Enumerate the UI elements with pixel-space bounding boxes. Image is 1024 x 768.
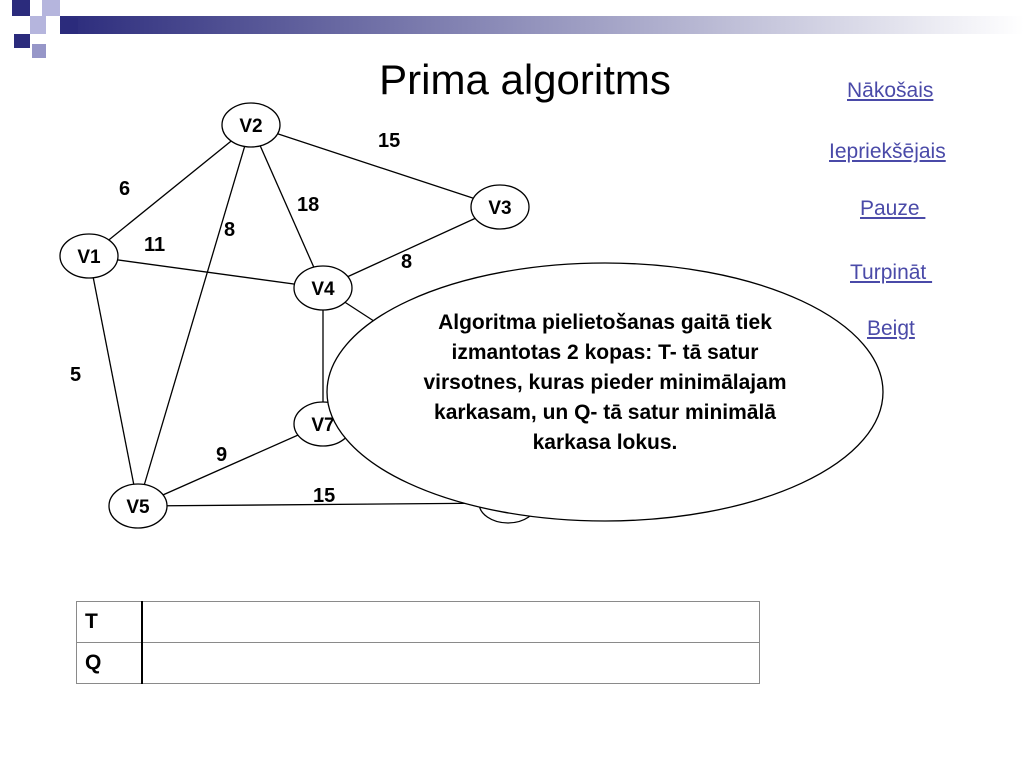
set-label-t: T [76, 601, 143, 643]
callout-bubble [326, 262, 884, 522]
page-title: Prima algoritms [379, 56, 671, 103]
header-decoration [12, 0, 1024, 58]
edge-v1-v4 [88, 255, 324, 289]
node-v2: V2 [221, 102, 281, 148]
edge-v2-v5 [137, 124, 252, 507]
graph-diagram: 6 15 18 8 11 8 5 9 15 V1 V2 V3 V4 V5 [59, 102, 884, 529]
deco-square [14, 34, 30, 48]
weight-v4-v3: 8 [401, 251, 412, 273]
set-value-q [141, 642, 760, 684]
pause-link[interactable]: Pauze [860, 197, 926, 220]
next-link[interactable]: Nākošais [847, 79, 934, 102]
node-label: V4 [311, 279, 335, 300]
node-label: V3 [488, 198, 511, 219]
edge-v1-v5 [88, 255, 139, 507]
deco-square [42, 0, 60, 16]
previous-link[interactable]: Iepriekšējais [829, 140, 946, 163]
resume-link[interactable]: Turpināt [850, 261, 933, 284]
table-row: Q [76, 642, 760, 684]
set-label-q: Q [76, 642, 143, 684]
node-v4: V4 [293, 265, 353, 311]
node-label: V2 [239, 116, 262, 137]
weight-v1-v5: 5 [70, 364, 81, 386]
weight-v2-v3: 15 [378, 130, 400, 152]
node-label: V7 [311, 415, 334, 436]
edge-v2-v4 [250, 124, 324, 289]
node-label: V1 [77, 247, 101, 268]
table-row: T [76, 601, 760, 643]
set-value-t [141, 601, 760, 643]
node-v3: V3 [470, 184, 530, 230]
edge-v4-v3 [322, 206, 501, 289]
node-v5: V5 [108, 483, 168, 529]
edge-v2-v3 [250, 124, 501, 208]
weight-v1-v4: 11 [144, 234, 165, 256]
weight-v5-v6: 15 [313, 485, 335, 507]
deco-square [62, 18, 78, 34]
weight-v5-v7: 9 [216, 444, 227, 466]
node-label: V5 [126, 497, 150, 518]
end-link[interactable]: Beigt [867, 317, 915, 340]
node-v1: V1 [59, 233, 119, 279]
deco-square [12, 0, 30, 16]
weight-v2-v5: 8 [224, 219, 235, 241]
weight-v2-v4: 18 [297, 194, 319, 216]
sets-table: T Q [76, 601, 760, 684]
callout-text: Algoritma pielietošanas gaitā tiek izman… [423, 311, 787, 454]
deco-square [30, 16, 46, 34]
edge-v1-v2 [88, 124, 252, 257]
weight-v1-v2: 6 [119, 178, 130, 200]
header-bar [60, 16, 1024, 34]
edge-v5-v6 [137, 502, 509, 507]
deco-square [32, 44, 46, 58]
edge-v5-v7 [137, 423, 324, 507]
